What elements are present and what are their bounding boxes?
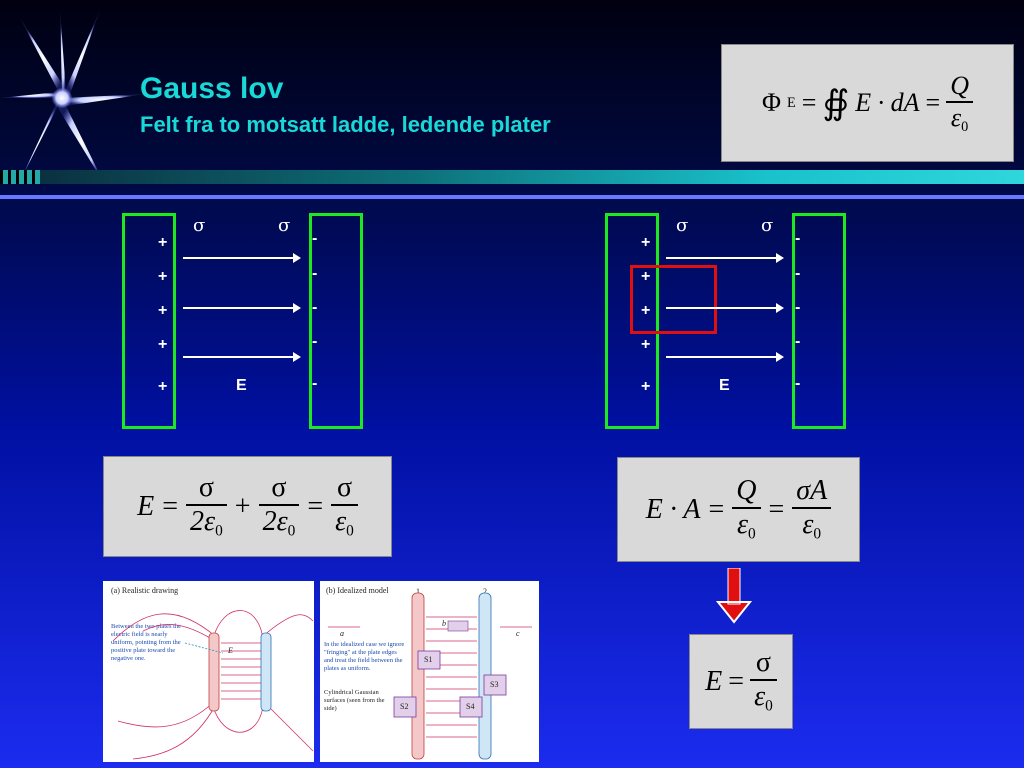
e-symbol: E [137, 490, 155, 522]
field-sum-formula: E = σ 2ε0 + σ 2ε0 = σ ε0 [103, 456, 392, 557]
surface-label: S2 [400, 702, 409, 711]
field-label: E [236, 377, 247, 394]
surface-label: S1 [424, 655, 433, 664]
phi-subscript: E [787, 94, 796, 111]
plus-charge: + [158, 234, 168, 251]
fraction: σA ε0 [792, 475, 832, 543]
minus-charge: - [795, 333, 801, 350]
q-over-epsilon: Q ε0 [946, 71, 973, 136]
gaussian-surface-box [630, 265, 717, 334]
sigma-label: σ [676, 215, 689, 236]
header-band [0, 170, 1024, 184]
field-arrow [183, 253, 301, 263]
equals: = [925, 88, 941, 117]
field-lines-drawing [112, 610, 314, 760]
slide-title: Gauss lov [140, 72, 284, 105]
phi-symbol: Φ [762, 88, 782, 117]
figure-caption: (a) Realistic drawing [111, 586, 179, 595]
sigma-label: σ [761, 215, 774, 236]
minus-charge: - [312, 299, 318, 316]
equals: = [708, 493, 725, 525]
equals: = [768, 493, 785, 525]
plus-charge: + [158, 302, 168, 319]
figure-realistic-drawing: (a) Realistic drawing Between the two pl… [103, 581, 314, 762]
minus-charge: - [795, 375, 801, 392]
fraction: σ 2ε0 [258, 472, 300, 540]
minus-charge: - [312, 333, 318, 350]
equals: = [162, 490, 179, 522]
plus-charge: + [641, 336, 651, 353]
fraction: σ ε0 [750, 647, 777, 715]
plus-charge: + [641, 268, 651, 285]
result-formula: E = σ ε0 [689, 634, 793, 729]
minus-charge: - [795, 265, 801, 282]
minus-charge: - [312, 375, 318, 392]
surface-label: S3 [490, 680, 499, 689]
field-label: E [228, 646, 233, 655]
minus-charge: - [795, 299, 801, 316]
figure-note: Between the two plates the electric fiel… [111, 623, 182, 662]
fraction: Q ε0 [732, 475, 761, 543]
figure-note: Cylindrical Gaussian surfaces (seen from… [324, 689, 385, 712]
plus-charge: + [641, 302, 651, 319]
point-label: c [516, 629, 520, 638]
idealized-field-drawing [328, 592, 532, 760]
field-arrow [666, 253, 784, 263]
plus-charge: + [641, 234, 651, 251]
fraction: σ 2ε0 [186, 472, 227, 540]
header-divider [0, 195, 1024, 199]
negative-plate [309, 213, 363, 429]
closed-surface-integral: ∯ [822, 85, 850, 122]
figure-caption: (b) Idealized model [326, 586, 389, 595]
sigma-label: σ [278, 215, 291, 236]
point-label: b [442, 619, 446, 628]
sigma-label: σ [193, 215, 206, 236]
starburst-logo [0, 10, 145, 185]
positive-plate [122, 213, 176, 429]
field-arrow [666, 303, 784, 313]
figure-note: In the idealized case we ignore "fringin… [324, 641, 405, 672]
plus-charge: + [641, 378, 651, 395]
ea-product: E · A [645, 493, 701, 525]
field-arrow [183, 352, 301, 362]
minus-charge: - [312, 265, 318, 282]
field-arrow [183, 303, 301, 313]
plus-charge: + [158, 378, 168, 395]
e-symbol: E [705, 665, 723, 697]
figure-idealized-model: (b) Idealized model 1 2 In the idealized… [320, 581, 539, 762]
surface-label: S4 [466, 702, 475, 711]
equals: = [307, 490, 324, 522]
minus-charge: - [312, 230, 318, 247]
slide-subtitle: Felt fra to motsatt ladde, ledende plate… [140, 112, 551, 137]
plate-label: 1 [416, 587, 420, 596]
plus-charge: + [158, 268, 168, 285]
plate-label: 2 [483, 587, 487, 596]
field-arrow [666, 352, 784, 362]
minus-charge: - [795, 230, 801, 247]
equals: = [728, 665, 745, 697]
gauss-surface-formula: E · A = Q ε0 = σA ε0 [617, 457, 860, 562]
header-band-ticks [0, 170, 40, 184]
down-arrow-icon [716, 568, 752, 624]
positive-plate [605, 213, 659, 429]
field-label: E [719, 377, 730, 394]
negative-plate [792, 213, 846, 429]
plus-sign: + [234, 490, 251, 522]
flux-integrand: E · dA [855, 88, 920, 117]
fraction: σ ε0 [331, 472, 358, 540]
plus-charge: + [158, 336, 168, 353]
equals: = [801, 88, 817, 117]
point-label: a [340, 629, 344, 638]
